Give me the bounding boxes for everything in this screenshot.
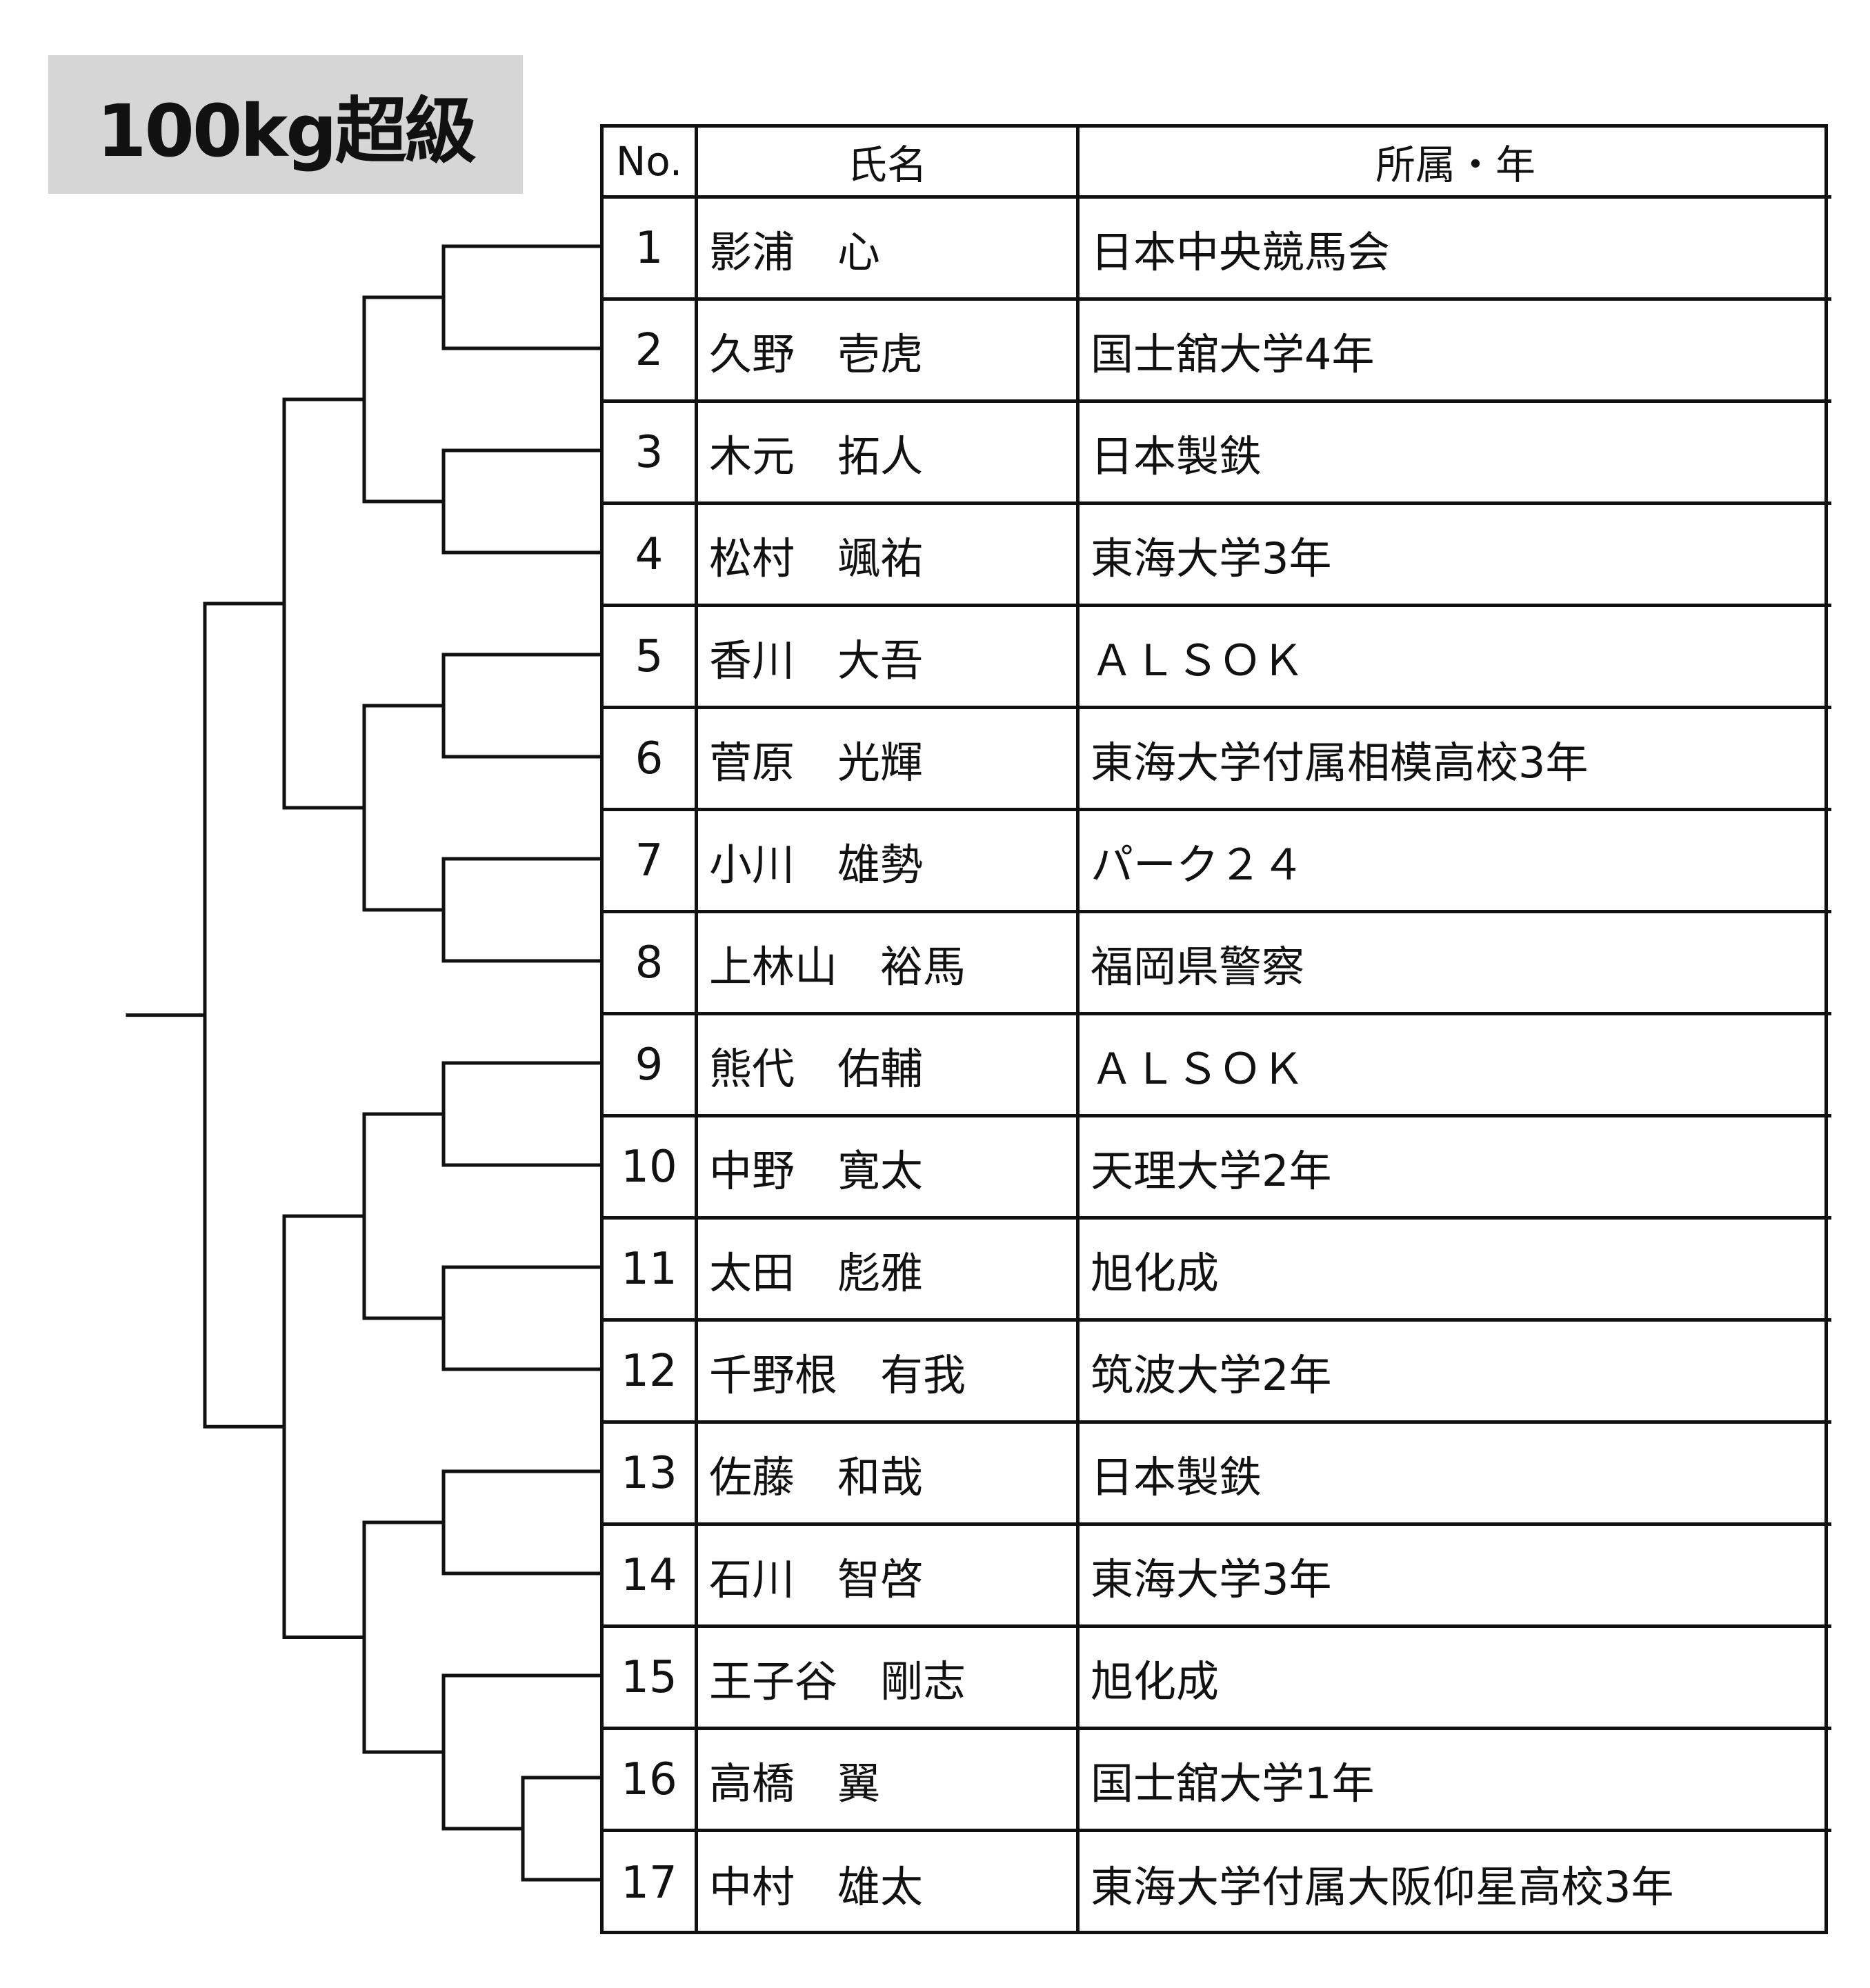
entry-number: 17	[604, 1832, 698, 1934]
bracket-match-line	[282, 397, 366, 810]
entry-affiliation: 旭化成	[1080, 1220, 1831, 1322]
entry-affiliation: 国士舘大学4年	[1080, 301, 1831, 403]
entry-name: 菅原 光輝	[698, 709, 1080, 811]
header-no: No.	[604, 128, 698, 199]
entry-number: 7	[604, 811, 698, 913]
bracket-match-line	[362, 1520, 446, 1754]
entry-name: 王子谷 剛志	[698, 1628, 1080, 1730]
entry-number: 14	[604, 1526, 698, 1628]
entry-affiliation: 東海大学付属相模高校3年	[1080, 709, 1831, 811]
entry-affiliation: 天理大学2年	[1080, 1117, 1831, 1220]
entry-number: 6	[604, 709, 698, 811]
entry-number: 16	[604, 1730, 698, 1832]
entry-affiliation: 日本製鉄	[1080, 1424, 1831, 1526]
entry-affiliation: ＡＬＳＯＫ	[1080, 607, 1831, 709]
entry-name: 上林山 裕馬	[698, 913, 1080, 1015]
bracket-final-line	[203, 602, 286, 1429]
entry-number: 15	[604, 1628, 698, 1730]
entry-name: 香川 大吾	[698, 607, 1080, 709]
entry-number: 9	[604, 1015, 698, 1117]
header-affiliation: 所属・年	[1080, 128, 1831, 199]
entry-affiliation: 日本中央競馬会	[1080, 199, 1831, 301]
bracket-match-line	[362, 704, 446, 912]
entry-affiliation: 東海大学3年	[1080, 505, 1831, 607]
entry-number: 5	[604, 607, 698, 709]
bracket-match-line	[521, 1776, 600, 1882]
bracket-match-line	[282, 1214, 366, 1639]
bracket-match-line	[441, 448, 600, 555]
entry-name: 熊代 佑輔	[698, 1015, 1080, 1117]
bracket-match-line	[441, 244, 600, 350]
entry-number: 12	[604, 1322, 698, 1424]
entry-number: 1	[604, 199, 698, 301]
entry-name: 久野 壱虎	[698, 301, 1080, 403]
entry-affiliation: パーク２４	[1080, 811, 1831, 913]
tournament-bracket	[126, 244, 600, 1882]
entry-affiliation: 東海大学付属大阪仰星高校3年	[1091, 1862, 1674, 1912]
entry-number: 11	[604, 1220, 698, 1322]
entry-name: 影浦 心	[698, 199, 1080, 301]
entry-affiliation: 筑波大学2年	[1080, 1322, 1831, 1424]
entry-name: 中村 雄太	[698, 1832, 1080, 1934]
entry-name: 千野根 有我	[698, 1322, 1080, 1424]
header-name: 氏名	[698, 128, 1080, 199]
entry-number: 10	[604, 1117, 698, 1220]
bracket-match-line	[362, 295, 446, 504]
bracket-match-line	[441, 1469, 600, 1576]
category-title-box: 100kg超級	[48, 55, 523, 194]
entry-name: 太田 彪雅	[698, 1220, 1080, 1322]
bracket-match-line	[441, 1061, 600, 1167]
entry-name: 松村 颯祐	[698, 505, 1080, 607]
entry-name: 佐藤 和哉	[698, 1424, 1080, 1526]
entry-number: 13	[604, 1424, 698, 1526]
entry-affiliation: 福岡県警察	[1080, 913, 1831, 1015]
entry-name: 中野 寛太	[698, 1117, 1080, 1220]
entry-name: 高橋 翼	[698, 1730, 1080, 1832]
entry-affiliation: 東海大学3年	[1080, 1526, 1831, 1628]
entry-number: 3	[604, 403, 698, 505]
entry-affiliation: ＡＬＳＯＫ	[1080, 1015, 1831, 1117]
entry-affiliation: 日本製鉄	[1080, 403, 1831, 505]
bracket-match-line	[362, 1112, 446, 1320]
entry-number: 8	[604, 913, 698, 1015]
entry-number: 2	[604, 301, 698, 403]
bracket-match-line	[441, 653, 600, 759]
entry-name: 木元 拓人	[698, 403, 1080, 505]
entry-affiliation: 国士舘大学1年	[1080, 1730, 1831, 1832]
entry-number: 4	[604, 505, 698, 607]
bracket-match-line	[441, 1265, 600, 1371]
category-title: 100kg超級	[97, 89, 477, 173]
bracket-match-line	[441, 857, 600, 963]
entry-name: 小川 雄勢	[698, 811, 1080, 913]
entry-name: 石川 智啓	[698, 1526, 1080, 1628]
entry-affiliation: 旭化成	[1080, 1628, 1831, 1730]
